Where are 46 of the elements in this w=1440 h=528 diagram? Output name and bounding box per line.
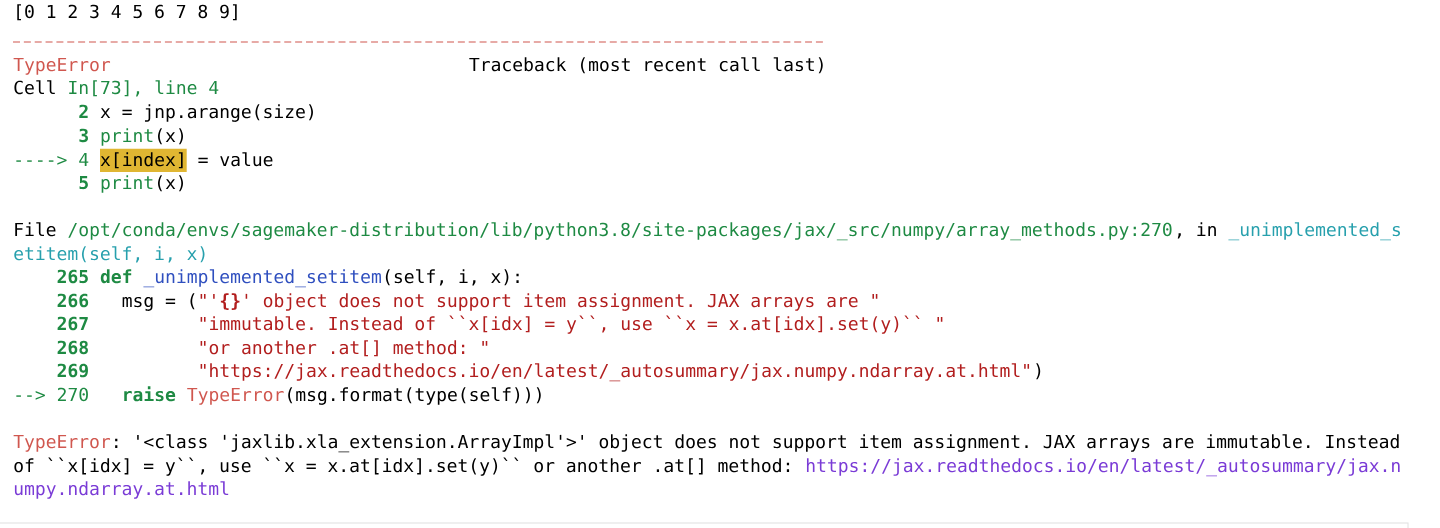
pointer-marker: ----> <box>16 155 67 165</box>
output-text: [0 1 2 3 4 5 6 7 8 9] <box>17 4 237 21</box>
error-name: TypeError <box>13 57 111 75</box>
code-text: (self, i, x): <box>385 269 519 286</box>
code-text: File <box>15 222 56 237</box>
string-literal: "'{}' object does not support item assignment. JAX arrays are " <box>200 293 878 311</box>
link: https://jax.readthedocs.io/en/latest/_autosummary/jax.n <box>806 458 1400 477</box>
code-text: ) <box>1036 363 1041 380</box>
line-number: 269 <box>57 363 88 378</box>
line-number: 2 <box>79 104 88 118</box>
highlighted-code: x[index] <box>100 148 187 172</box>
cell-reference: In[73], line 4 <box>69 80 219 97</box>
string-literal: "immutable. Instead of ``x[idx] = y``, use ``x = x.at[idx].set(y)`` " <box>200 315 943 334</box>
exception-name: TypeError <box>187 387 284 405</box>
error-name: TypeError <box>13 434 111 452</box>
code-text: x = jnp.arange(size) <box>100 104 313 122</box>
code-text: , in <box>1177 222 1216 239</box>
code-keyword: print <box>101 175 153 193</box>
line-number: 4 <box>79 152 89 166</box>
code-text: = value <box>198 152 273 167</box>
code-text: msg = ( <box>122 293 195 311</box>
link: umpy.ndarray.at.html <box>14 481 229 499</box>
string-literal: "https://jax.readthedocs.io/en/latest/_autosummary/jax.numpy.ndarray.at.html" <box>200 363 1030 382</box>
file-path: /opt/conda/envs/sagemaker-distribution/lib/python3.8/site-packages/jax/_src/numpy/array_methods.py:270 <box>68 222 1172 241</box>
code-keyword: print <box>101 128 153 146</box>
code-text: Cell <box>14 80 55 95</box>
traceback-heading: Traceback (most recent call last) <box>469 57 823 74</box>
code-text: (x) <box>158 175 183 192</box>
function-name: etitem(self, i, x) <box>14 246 205 263</box>
function-name: _unimplemented_setitem <box>143 269 381 288</box>
line-number: 266 <box>57 293 89 308</box>
code-keyword: raise <box>124 386 176 402</box>
error-message: : '<class 'jaxlib.xla_extension.ArrayImpl'>' object does not support item assignment. JAX arrays are immutable. Instead <box>115 434 1399 453</box>
line-number: 268 <box>57 340 88 355</box>
code-keyword: def <box>100 269 132 284</box>
code-text: (msg.format(type(self))) <box>288 387 541 405</box>
line-number: 5 <box>79 175 88 190</box>
string-literal: "or another .at[] method: " <box>200 340 488 357</box>
line-number: 270 <box>57 387 88 402</box>
line-number: 3 <box>79 128 88 143</box>
function-name: _unimplemented_s <box>1228 222 1400 241</box>
error-message: of ``x[idx] = y``, use ``x = x.at[idx].set(y)`` or another .at[] method: <box>14 457 790 476</box>
line-number: 265 <box>57 269 88 284</box>
code-text: (x) <box>158 128 183 145</box>
pointer-marker: --> <box>16 390 45 400</box>
line-number: 267 <box>57 316 88 331</box>
